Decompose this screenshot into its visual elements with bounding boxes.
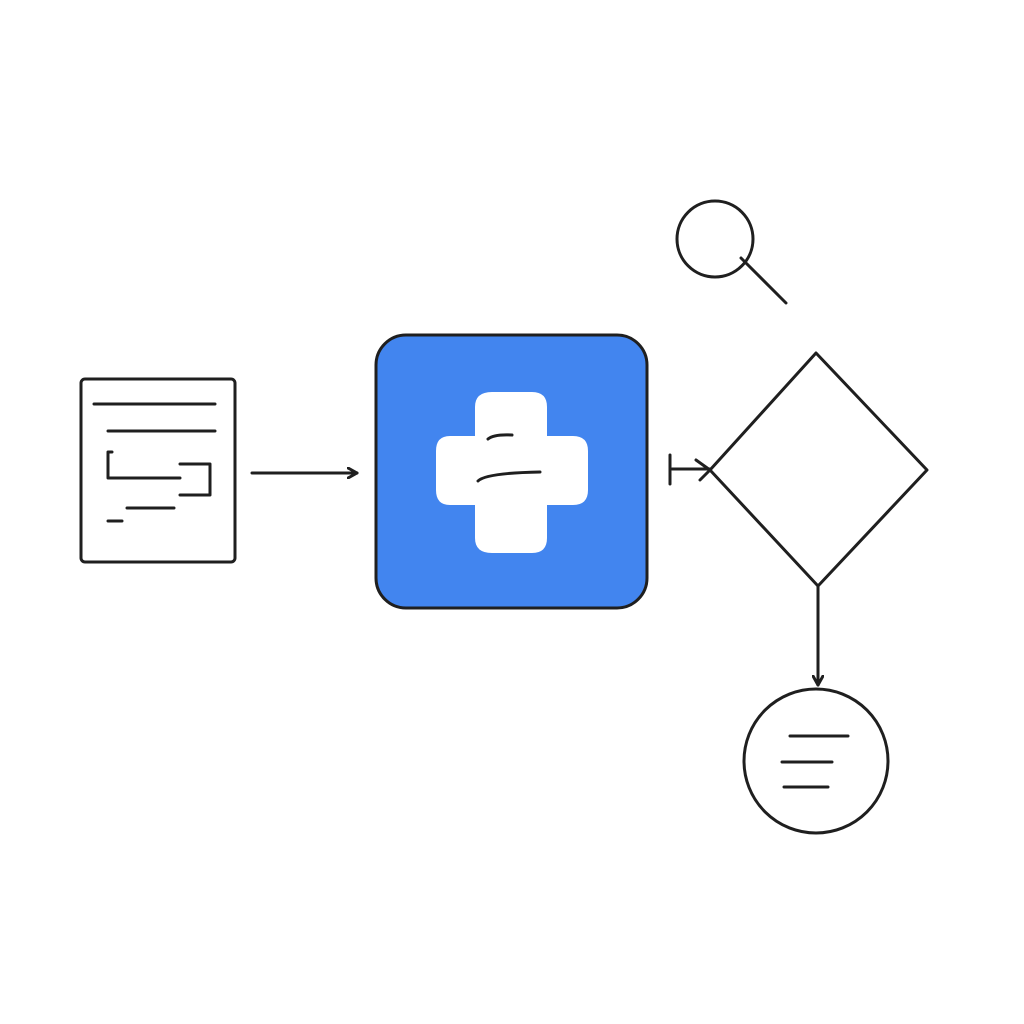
decision-diamond <box>708 351 929 588</box>
document-icon <box>79 377 237 564</box>
document-bracket <box>178 462 212 497</box>
document-page <box>79 377 237 564</box>
edge-connector-tick <box>694 458 712 482</box>
list-circle-icon <box>742 687 890 835</box>
puzzle-glyph-mark <box>476 470 542 483</box>
magnifier-lens <box>675 199 755 279</box>
puzzle-glyph-mark <box>486 433 514 441</box>
process-box <box>374 333 649 610</box>
document-bracket <box>106 450 182 480</box>
magnifier-icon <box>675 199 788 305</box>
edge-decision-to-process <box>668 453 712 486</box>
magnifier-handle <box>739 256 788 305</box>
output-circle <box>742 687 890 835</box>
